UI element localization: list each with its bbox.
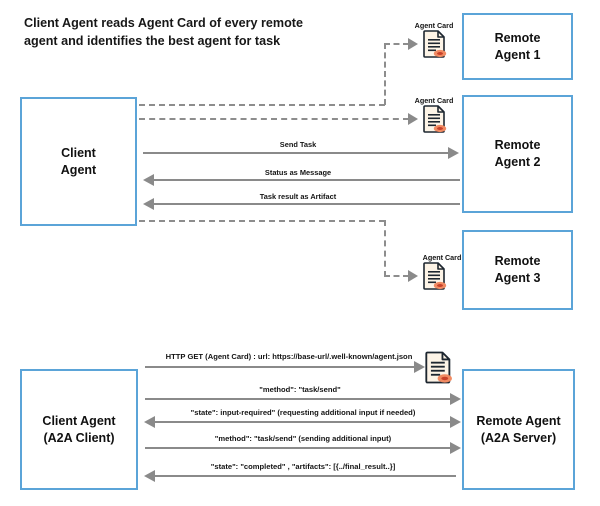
diagram-title: Client Agent reads Agent Card of every r… bbox=[24, 16, 303, 49]
message-send-task-arrowhead bbox=[448, 147, 459, 159]
dashed-arrowhead-card2 bbox=[408, 113, 418, 125]
message-send-task-line bbox=[143, 152, 449, 154]
message-status-label: Status as Message bbox=[264, 168, 332, 177]
bottom-message-additional-input-label: "method": "task/send" (sending additiona… bbox=[214, 434, 392, 443]
bottom-message-http-get-arrowhead bbox=[414, 361, 425, 373]
bottom-message-http-get-label: HTTP GET (Agent Card) : url: https://bas… bbox=[165, 352, 413, 361]
dashed-arrowhead-card1 bbox=[408, 38, 418, 50]
remote-agent-2-box[interactable]: Remote Agent 2 bbox=[462, 95, 573, 213]
message-artifact-arrowhead bbox=[143, 198, 154, 210]
dashed-link-card1-stub bbox=[384, 43, 409, 45]
agent-card-1-icon-wrap bbox=[422, 29, 448, 59]
bottom-message-input-required-label: "state": input-required" (requesting add… bbox=[190, 408, 416, 417]
agent-card-2-icon-wrap bbox=[422, 104, 448, 134]
bottom-remote-agent-box[interactable]: Remote Agent (A2A Server) bbox=[462, 369, 575, 490]
remote-agent-2-label: Remote Agent 2 bbox=[494, 138, 541, 169]
agent-card-3-label: Agent Card bbox=[422, 253, 462, 262]
message-artifact-line bbox=[154, 203, 460, 205]
agent-card-1-label: Agent Card bbox=[414, 21, 454, 30]
bottom-message-input-required-line bbox=[155, 421, 451, 423]
document-seal-icon bbox=[424, 350, 454, 385]
bottom-message-additional-input-line bbox=[145, 447, 451, 449]
bottom-client-agent-label: Client Agent (A2A Client) bbox=[42, 413, 116, 445]
dashed-link-card1-horizontal bbox=[139, 104, 385, 106]
bottom-message-http-get-line bbox=[145, 366, 416, 368]
message-artifact-label: Task result as Artifact bbox=[259, 192, 337, 201]
bottom-message-input-required-arrowhead-left bbox=[144, 416, 155, 428]
bottom-message-task-send-label: "method": "task/send" bbox=[259, 385, 341, 394]
remote-agent-1-box[interactable]: Remote Agent 1 bbox=[462, 13, 573, 80]
remote-agent-1-label: Remote Agent 1 bbox=[494, 30, 541, 62]
remote-agent-3-box[interactable]: Remote Agent 3 bbox=[462, 230, 573, 310]
client-agent-box-label: Client Agent bbox=[60, 145, 97, 177]
dashed-link-card2-horizontal bbox=[139, 118, 409, 120]
remote-agent-3-label: Remote Agent 3 bbox=[494, 254, 541, 285]
bottom-message-task-send-arrowhead bbox=[450, 393, 461, 405]
bottom-message-task-send-line bbox=[145, 398, 451, 400]
bottom-agent-card-icon-wrap bbox=[424, 350, 454, 385]
dashed-link-card3-vertical bbox=[384, 220, 386, 277]
bottom-message-completed-label: "state": "completed" , "artifacts": [{..… bbox=[210, 462, 396, 471]
client-agent-box[interactable]: Client Agent bbox=[20, 97, 137, 226]
bottom-message-input-required-arrowhead-right bbox=[450, 416, 461, 428]
message-status-line bbox=[154, 179, 460, 181]
dashed-arrowhead-card3 bbox=[408, 270, 418, 282]
bottom-client-agent-box[interactable]: Client Agent (A2A Client) bbox=[20, 369, 138, 490]
bottom-remote-agent-label: Remote Agent (A2A Server) bbox=[476, 413, 561, 445]
dashed-link-card1-vertical bbox=[384, 43, 386, 105]
agent-card-2-label: Agent Card bbox=[414, 96, 454, 105]
bottom-message-completed-arrowhead bbox=[144, 470, 155, 482]
message-send-task-label: Send Task bbox=[279, 140, 317, 149]
document-seal-icon bbox=[422, 261, 448, 291]
document-seal-icon bbox=[422, 29, 448, 59]
dashed-link-card3-stub bbox=[384, 275, 409, 277]
bottom-message-additional-input-arrowhead bbox=[450, 442, 461, 454]
message-status-arrowhead bbox=[143, 174, 154, 186]
bottom-message-completed-line bbox=[155, 475, 456, 477]
agent-card-3-icon-wrap bbox=[422, 261, 448, 291]
document-seal-icon bbox=[422, 104, 448, 134]
dashed-link-card3-horizontal bbox=[139, 220, 385, 222]
